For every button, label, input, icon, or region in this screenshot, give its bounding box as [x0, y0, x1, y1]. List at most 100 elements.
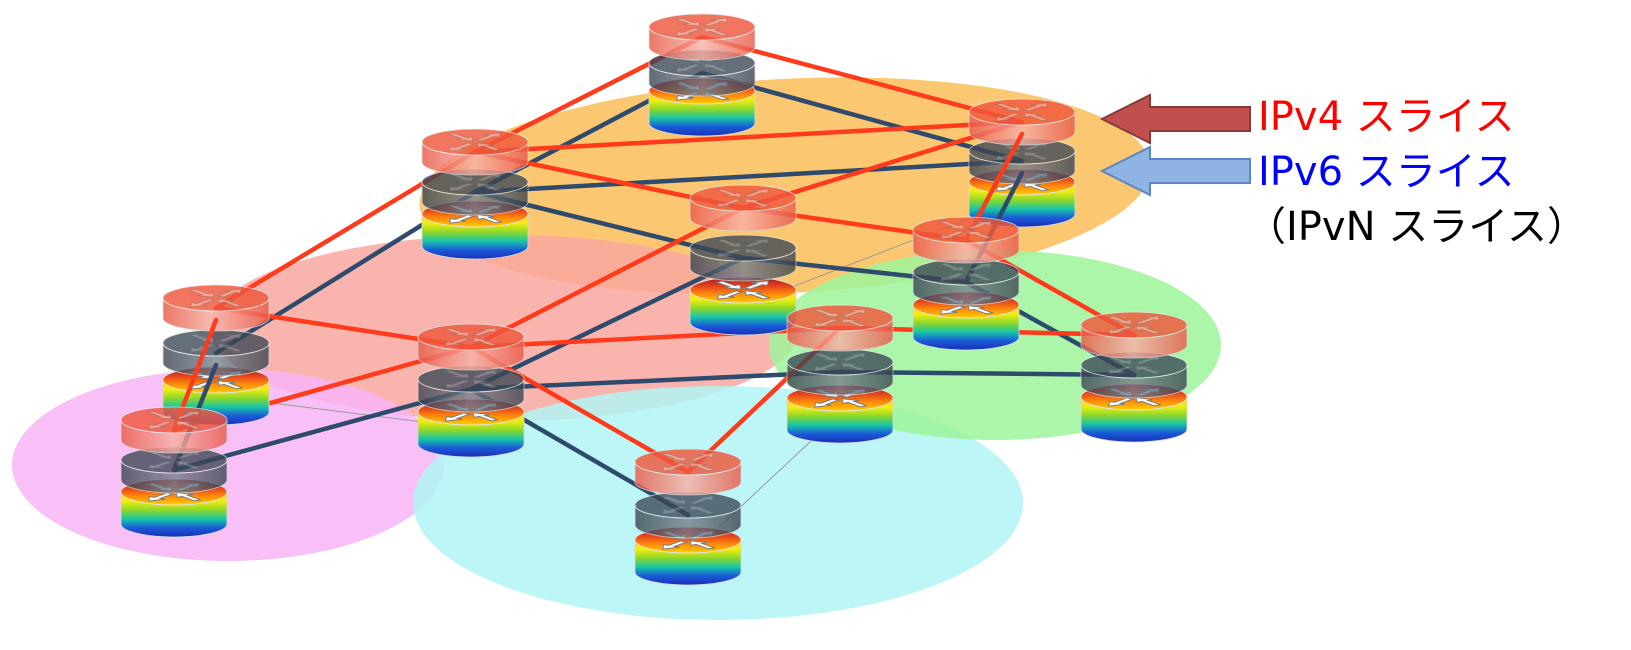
router-icon: [933, 220, 1000, 241]
router-arrow-in-icon: [935, 262, 972, 272]
router-arrow-out-icon: [989, 112, 1026, 122]
router-arrow-in-icon: [682, 539, 719, 549]
router-arrow-out-icon: [212, 288, 249, 298]
router-arrow-in-icon: [712, 280, 749, 290]
router-arrow-in-icon: [737, 197, 774, 207]
router-arrow-in-icon: [444, 132, 481, 142]
router-arrow-out-icon: [739, 188, 776, 198]
router-arrow-in-icon: [696, 26, 733, 36]
ipv4-slice-disk: [689, 184, 797, 232]
ipv6-slice-disk-top: [634, 491, 742, 519]
ipv4-slice-disk: [162, 284, 270, 332]
ipv6-slice-link: [699, 70, 1025, 164]
router-arrow-out-icon: [170, 410, 207, 420]
ipv6-arrow-icon: [1099, 145, 1251, 197]
router-arrow-out-icon: [739, 238, 776, 248]
router-arrow-out-icon: [183, 298, 220, 308]
router-arrow-in-icon: [671, 17, 708, 27]
router-arrow-out-icon: [1101, 325, 1138, 335]
router-arrow-in-icon: [960, 229, 997, 239]
ipv4-slice-link: [472, 119, 1025, 155]
router-icon: [989, 102, 1056, 123]
router-arrow-out-icon: [655, 462, 692, 472]
ipv4-slice-label: IPv4 スライス: [1258, 94, 1515, 140]
router-arrow-out-icon: [807, 362, 844, 372]
router-arrow-in-icon: [809, 308, 846, 318]
ipv6-slice-disk: [120, 446, 228, 494]
router-icon: [710, 238, 777, 259]
router-arrow-out-icon: [710, 248, 747, 258]
router-arrow-out-icon: [684, 495, 721, 505]
router-icon: [442, 132, 509, 153]
ipv4-slice-disk: [417, 323, 525, 371]
router-arrow-in-icon: [143, 410, 180, 420]
router-arrow-out-icon: [212, 333, 249, 343]
router-arrow-in-icon: [991, 102, 1028, 112]
router-arrow-out-icon: [471, 172, 508, 182]
router-arrow-in-icon: [1128, 396, 1165, 406]
router-arrow-out-icon: [1101, 397, 1138, 407]
router-icon: [141, 450, 208, 471]
router-arrow-in-icon: [834, 397, 871, 407]
ipv4-slice-disk-top: [634, 448, 742, 476]
ipv4-slice-disk: [120, 406, 228, 454]
slice-links: [171, 34, 1137, 557]
ipv6-slice-link: [472, 158, 1025, 195]
router-arrow-out-icon: [962, 262, 999, 272]
ipvn-slice-label: （IPvN スライス）: [1246, 204, 1587, 250]
ipv6-slice-disk: [162, 329, 270, 377]
router-arrow-out-icon: [442, 214, 479, 224]
router-icon: [183, 333, 250, 354]
ipv4-slice-disk-top: [912, 216, 1020, 244]
router-stack: [689, 184, 797, 336]
router-arrow-out-icon: [739, 280, 776, 290]
ipv4-slice-disk-top: [162, 284, 270, 312]
magenta-slice-region: [12, 369, 444, 561]
router-arrow-out-icon: [807, 318, 844, 328]
ipv6-slice-disk: [689, 234, 797, 282]
router-arrow-out-icon: [655, 540, 692, 550]
router-arrow-in-icon: [712, 238, 749, 248]
router-arrow-out-icon: [1130, 355, 1167, 365]
router-arrow-out-icon: [836, 352, 873, 362]
router-icon: [655, 495, 722, 516]
router-stack: [1080, 311, 1188, 443]
router-stack: [912, 216, 1020, 351]
router-arrow-in-icon: [682, 461, 719, 471]
router-arrow-out-icon: [684, 452, 721, 462]
router-arrow-in-icon: [737, 247, 774, 257]
router-arrow-in-icon: [1128, 324, 1165, 334]
ipv4-slice-disk: [634, 448, 742, 496]
router-icon: [183, 288, 250, 309]
ipv4-slice-disk-top: [689, 184, 797, 212]
router-arrow-out-icon: [471, 132, 508, 142]
router-arrow-out-icon: [467, 369, 504, 379]
router-arrow-in-icon: [657, 452, 694, 462]
router-icon: [655, 452, 722, 473]
router-arrow-out-icon: [141, 420, 178, 430]
router-arrow-in-icon: [737, 289, 774, 299]
router-arrow-in-icon: [1128, 364, 1165, 374]
router-arrow-in-icon: [834, 317, 871, 327]
ipv4-slice-disk: [968, 98, 1076, 146]
router-stack: [648, 13, 756, 137]
router-stack: [417, 323, 525, 458]
router-icon: [807, 308, 874, 329]
router-arrow-out-icon: [442, 182, 479, 192]
router-arrow-out-icon: [438, 337, 475, 347]
router-stack: [786, 304, 894, 444]
router-arrow-out-icon: [807, 398, 844, 408]
router-icon: [438, 369, 505, 390]
router-arrow-out-icon: [655, 505, 692, 515]
ipv6-slice-disk: [1080, 351, 1188, 399]
router-arrow-out-icon: [1130, 315, 1167, 325]
router-icon: [1101, 315, 1168, 336]
router-arrow-out-icon: [933, 272, 970, 282]
router-arrow-out-icon: [438, 412, 475, 422]
router-icon: [710, 188, 777, 209]
router-arrow-in-icon: [960, 271, 997, 281]
router-arrow-out-icon: [467, 327, 504, 337]
ipv4-slice-disk: [421, 128, 529, 176]
ipv6-slice-disk: [786, 348, 894, 396]
